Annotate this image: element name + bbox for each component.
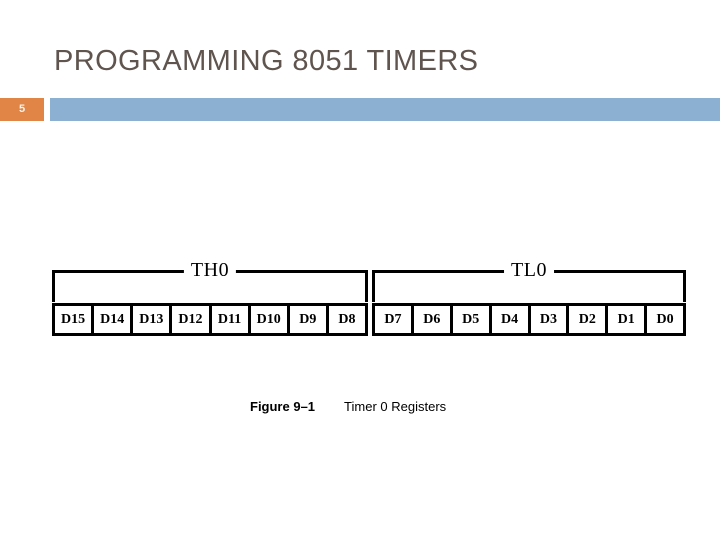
bit-cell: D12 [172, 306, 212, 333]
bit-cell: D11 [211, 306, 251, 333]
bit-cell: D13 [133, 306, 173, 333]
slide-number-label: 5 [18, 103, 26, 115]
timer0-register-diagram: TH0 TL0 D15 D14 D13 D12 D11 D10 D9 D8 D7… [52, 259, 686, 336]
register-group-low-byte: D7 D6 D5 D4 D3 D2 D1 D0 [372, 303, 686, 336]
header-bar: 5 [0, 98, 720, 121]
bit-cell: D1 [608, 306, 648, 333]
bracket-row: TH0 TL0 [52, 259, 686, 302]
figure-caption-label: Figure 9–1 [250, 399, 316, 414]
register-group-high-byte: D15 D14 D13 D12 D11 D10 D9 D8 [52, 303, 368, 336]
bit-cell: D7 [375, 306, 414, 333]
page-title: PROGRAMMING 8051 TIMERS [54, 45, 479, 77]
header-accent-bar [50, 98, 720, 121]
bit-cell: D0 [647, 306, 683, 333]
bit-cell: D2 [569, 306, 609, 333]
register-cells-row: D15 D14 D13 D12 D11 D10 D9 D8 D7 D6 D5 D… [52, 303, 686, 336]
bit-cell: D4 [491, 306, 531, 333]
bit-cell: D8 [328, 306, 365, 333]
bit-cell: D9 [289, 306, 329, 333]
figure-caption: Figure 9–1 Timer 0 Registers [250, 399, 446, 417]
bit-cell: D3 [530, 306, 570, 333]
figure-caption-text: Timer 0 Registers [344, 399, 447, 414]
bracket-label-th0: TH0 [183, 259, 237, 281]
bit-cell: D6 [413, 306, 453, 333]
bracket-th0: TH0 [52, 259, 368, 302]
bracket-tl0: TL0 [372, 259, 686, 302]
bit-cell: D15 [55, 306, 95, 333]
slide-number-badge: 5 [0, 98, 44, 121]
bit-cell: D14 [94, 306, 134, 333]
bit-cell: D5 [452, 306, 492, 333]
bracket-label-tl0: TL0 [504, 259, 554, 281]
bit-cell: D10 [250, 306, 290, 333]
